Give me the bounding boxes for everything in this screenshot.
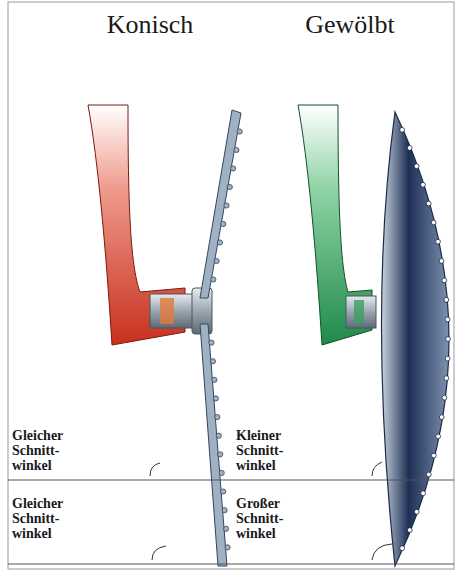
- tooth: [210, 359, 215, 364]
- column-heading: Konisch: [70, 10, 230, 40]
- tooth: [414, 509, 419, 514]
- tooth: [436, 434, 441, 439]
- tooth: [445, 317, 450, 322]
- tooth: [439, 415, 444, 420]
- disc-teeth: [209, 129, 242, 550]
- tooth: [400, 546, 405, 551]
- tooth: [227, 184, 232, 189]
- angle-label: Gleicher Schnitt- winkel: [12, 496, 82, 541]
- hub-ring: [354, 300, 364, 324]
- tooth: [436, 239, 441, 244]
- tooth: [426, 201, 431, 206]
- angle-label: Gleicher Schnitt- winkel: [12, 428, 82, 473]
- tooth: [219, 470, 224, 475]
- tooth: [217, 240, 222, 245]
- red-arm: [88, 105, 185, 345]
- tooth: [400, 127, 405, 132]
- hub: [346, 296, 376, 328]
- tooth: [445, 356, 450, 361]
- tooth: [212, 377, 217, 382]
- tooth: [439, 259, 444, 264]
- curved-disc: [382, 112, 450, 566]
- tooth: [209, 340, 214, 345]
- tooth: [222, 508, 227, 513]
- tooth: [214, 258, 219, 263]
- tooth: [231, 166, 236, 171]
- tooth: [444, 297, 449, 302]
- angle-mark: [152, 546, 166, 560]
- conical-disc-upper: [200, 110, 241, 298]
- tooth: [431, 220, 436, 225]
- tooth: [223, 526, 228, 531]
- green-arm: [298, 105, 372, 345]
- tooth: [421, 491, 426, 496]
- tooth: [218, 452, 223, 457]
- tooth: [234, 147, 239, 152]
- hub-ring: [160, 298, 174, 324]
- tooth: [442, 278, 447, 283]
- tooth: [414, 164, 419, 169]
- tooth: [221, 489, 226, 494]
- tooth: [431, 453, 436, 458]
- angle-mark: [372, 462, 382, 476]
- tooth: [225, 545, 230, 550]
- tooth: [221, 221, 226, 226]
- angle-mark: [150, 463, 160, 476]
- column-heading: Gewölbt: [270, 10, 430, 40]
- tooth: [426, 472, 431, 477]
- tooth: [215, 414, 220, 419]
- tooth: [407, 146, 412, 151]
- tooth: [216, 433, 221, 438]
- tooth: [407, 528, 412, 533]
- angle-label: Großer Schnitt- winkel: [236, 496, 306, 541]
- tooth: [237, 129, 242, 134]
- conical-disc-lower: [200, 324, 227, 566]
- tooth: [211, 277, 216, 282]
- tooth: [224, 203, 229, 208]
- tooth: [444, 376, 449, 381]
- hub: [150, 294, 194, 328]
- tooth: [446, 337, 451, 342]
- angle-mark: [372, 544, 392, 560]
- tooth: [213, 396, 218, 401]
- disc-teeth: [400, 127, 451, 550]
- tooth: [442, 395, 447, 400]
- separator-line: [8, 480, 454, 481]
- frame: [8, 2, 454, 569]
- tooth: [421, 182, 426, 187]
- angle-label: Kleiner Schnitt- winkel: [236, 428, 306, 473]
- separator-line: [8, 564, 454, 565]
